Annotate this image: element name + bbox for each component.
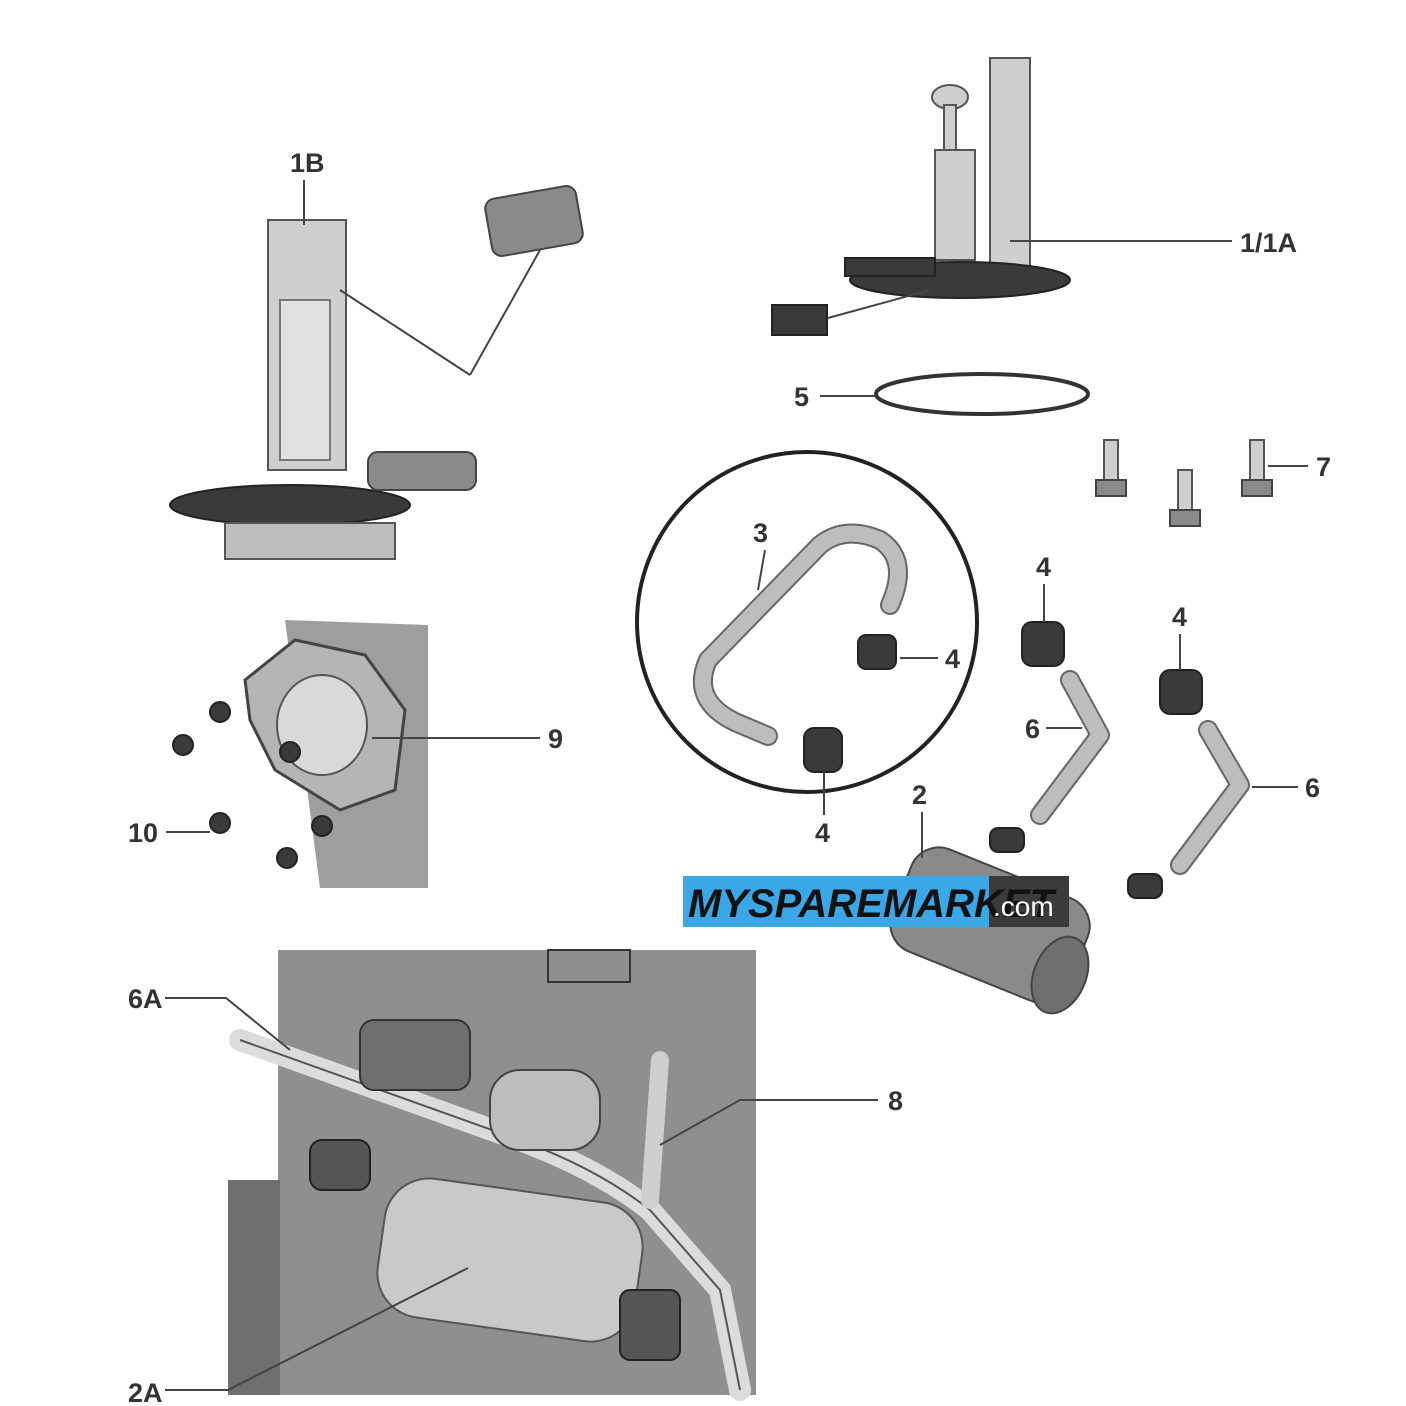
callout-10: 10	[128, 818, 158, 848]
leader-8	[659, 1099, 878, 1146]
seal-ring-5	[874, 372, 1090, 416]
installed-assembly-photo	[228, 949, 756, 1401]
watermark-suffix: .com	[993, 891, 1054, 922]
callout-4-right-a: 4	[1036, 552, 1051, 582]
watermark-brand: MYSPAREMARKET	[688, 882, 1058, 926]
callout-4-circle-bottom: 4	[815, 818, 830, 848]
callout-6a: 6A	[128, 984, 163, 1014]
fuel-pump-module-1-1a	[771, 57, 1071, 336]
watermark-logo: MYSPAREMARKET .com	[683, 876, 1069, 927]
clamp-small-a	[989, 827, 1025, 853]
callout-4-right-b: 4	[1172, 602, 1187, 632]
callout-1b: 1B	[290, 148, 325, 178]
fuel-filter-2	[889, 846, 1091, 1015]
hose-6-a	[1032, 672, 1108, 823]
detail-circle	[635, 450, 979, 794]
leader-3	[757, 549, 766, 591]
leader-6a	[165, 997, 291, 1051]
callout-3: 3	[753, 518, 768, 548]
bolts-7	[1095, 439, 1273, 527]
clamp-4-right-b	[1159, 669, 1203, 715]
callout-1-1a: 1/1A	[1240, 228, 1297, 258]
callout-9: 9	[548, 724, 563, 754]
hose-3	[694, 525, 906, 744]
callout-7: 7	[1316, 452, 1331, 482]
fuel-pump-module-1b	[169, 185, 584, 560]
leader-2a	[165, 1267, 469, 1391]
callout-2: 2	[912, 780, 927, 810]
clamp-4-circle-upper	[857, 634, 897, 670]
callout-4-circle-right: 4	[945, 644, 960, 674]
clamp-4-circle-lower	[803, 727, 843, 773]
callout-6-b: 6	[1305, 773, 1320, 803]
callout-6-a: 6	[1025, 714, 1040, 744]
clamp-small-b	[1127, 873, 1163, 899]
hose-6-b	[1172, 722, 1248, 873]
callout-2a: 2A	[128, 1378, 163, 1406]
clamp-4-right-a	[1021, 621, 1065, 667]
callout-8: 8	[888, 1086, 903, 1116]
callout-5: 5	[794, 382, 809, 412]
gasket-photo	[172, 620, 428, 888]
